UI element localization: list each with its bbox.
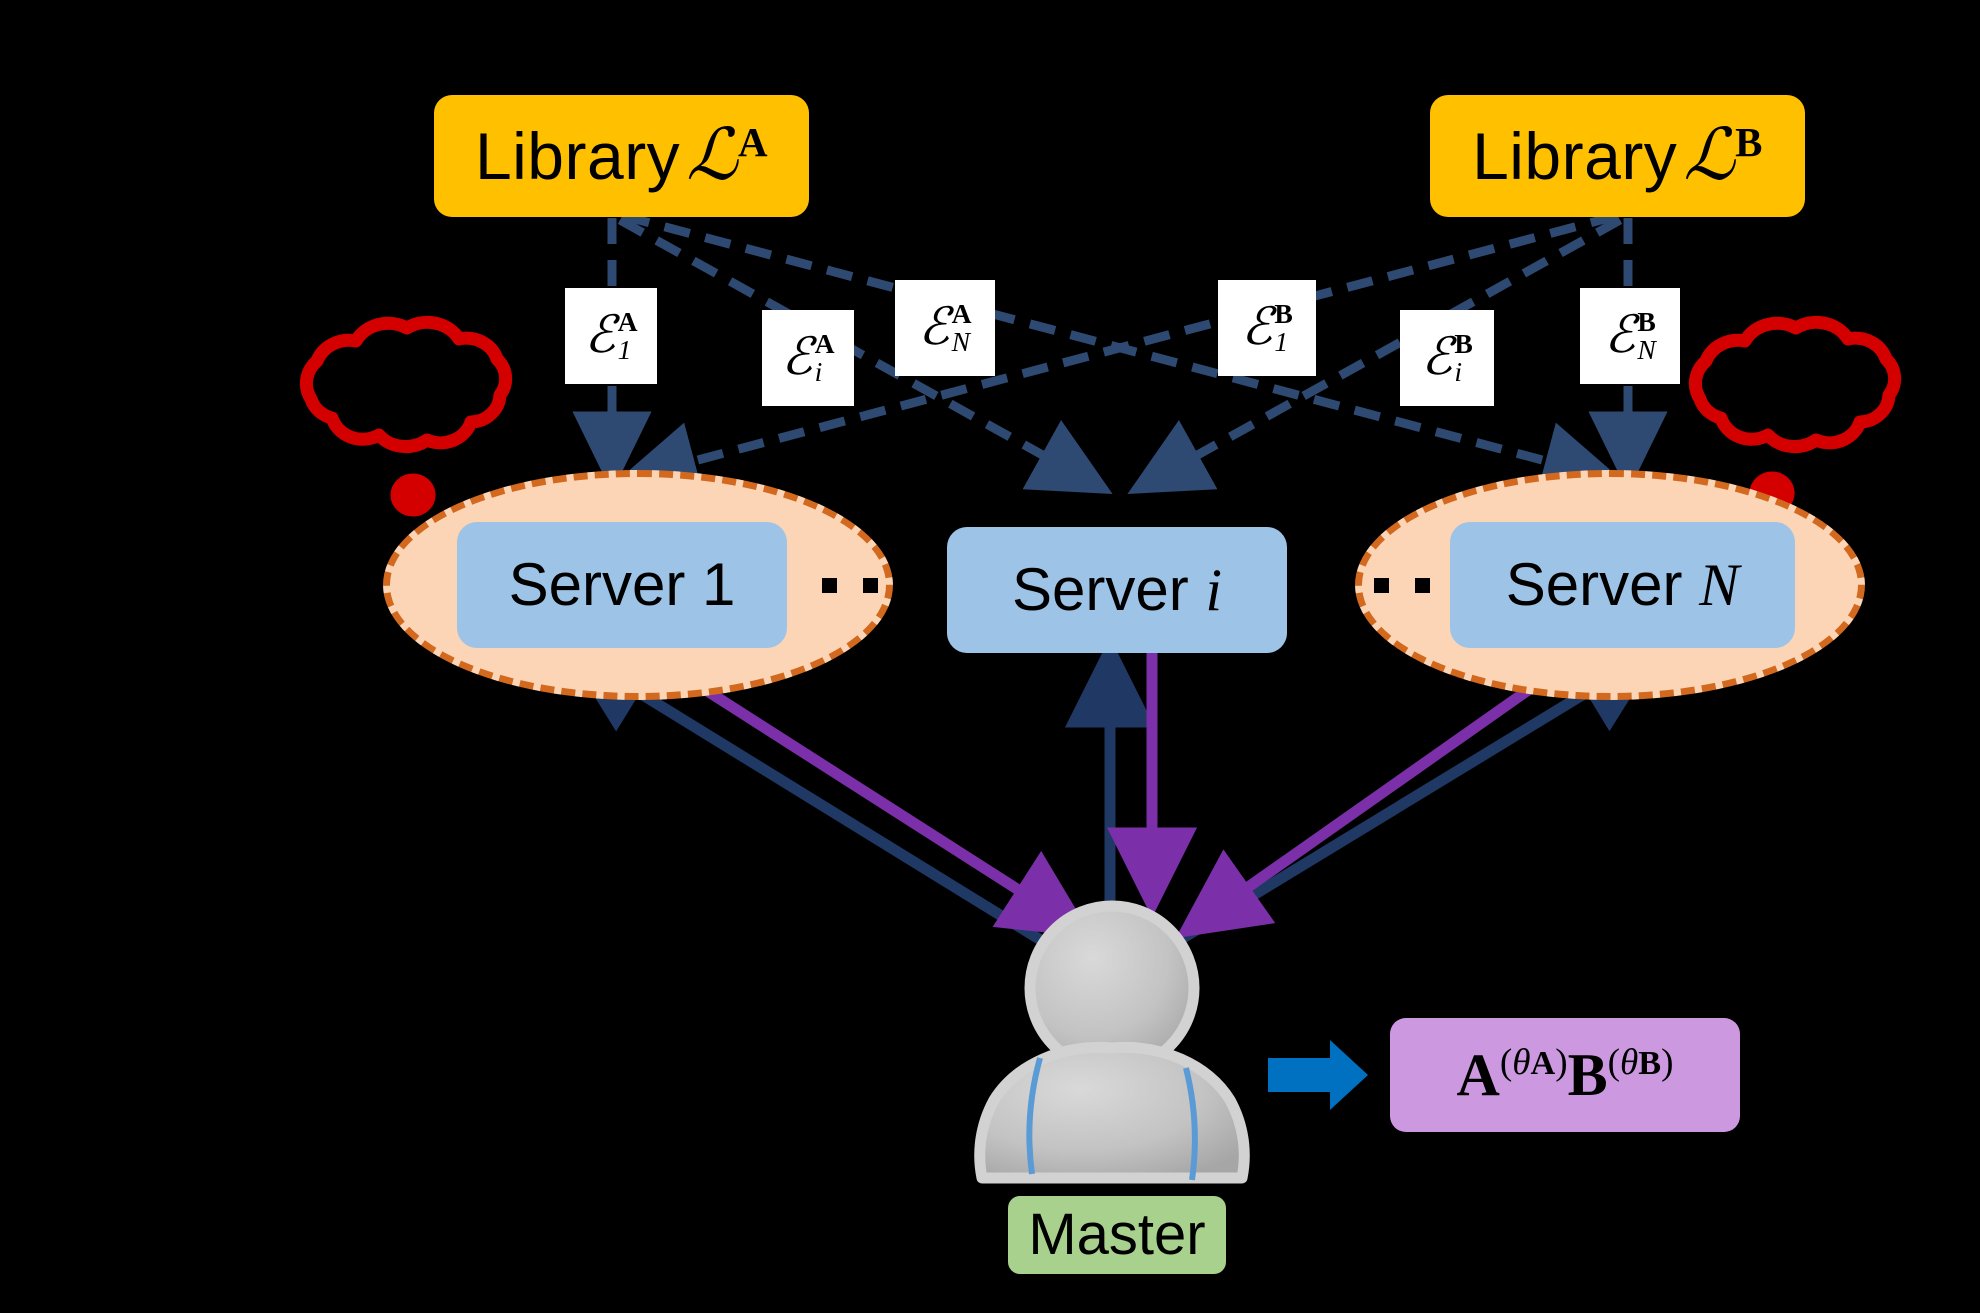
key-b-n-subscript: N: [1637, 334, 1656, 365]
ellipsis-dot: [1415, 578, 1430, 593]
key-box-a-1: ℰ A 1: [565, 288, 657, 384]
ellipsis-left: [822, 578, 878, 593]
key-a-1-superscript: A: [617, 305, 638, 337]
library-a-superscript: A: [738, 120, 769, 166]
key-box-a-i: ℰ A i: [762, 310, 854, 406]
library-a-box[interactable]: LibraryℒA: [434, 95, 809, 217]
key-a-1-subscript: 1: [617, 334, 632, 365]
library-b-box[interactable]: LibraryℒB: [1430, 95, 1805, 217]
key-b-i-subscript: i: [1454, 356, 1463, 387]
library-b-superscript: B: [1735, 120, 1763, 166]
script-e-icon: ℰ: [781, 329, 813, 387]
cloud-left: [299, 315, 513, 517]
upload-arrows: [563, 637, 1664, 960]
key-a-n-subscript: N: [951, 326, 971, 357]
script-e-icon: ℰ: [584, 307, 616, 365]
key-b-1-superscript: B: [1274, 297, 1293, 329]
key-a-i-superscript: A: [814, 327, 835, 359]
result-box: A(θA)B(θB): [1390, 1018, 1740, 1132]
ellipsis-dot: [822, 578, 837, 593]
script-e-icon: ℰ: [1241, 299, 1273, 357]
library-a-label: LibraryℒA: [474, 116, 769, 196]
script-e-icon: ℰ: [1421, 329, 1453, 387]
script-e-icon: ℰ: [1604, 307, 1636, 365]
key-b-n-superscript: B: [1637, 305, 1656, 337]
library-b-label: LibraryℒB: [1472, 116, 1763, 196]
download-arrows: [637, 643, 1592, 939]
result-arrow: [1268, 1040, 1368, 1110]
key-box-b-n: ℰ B N: [1580, 288, 1680, 384]
ellipsis-right: [1374, 578, 1430, 593]
result-expression: A(θA)B(θB): [1456, 1042, 1674, 1108]
server-1-label: Server 1: [508, 551, 736, 618]
key-box-a-n: ℰ A N: [895, 280, 995, 376]
script-l-icon: ℒ: [1683, 116, 1736, 196]
master-label-text: Master: [1028, 1202, 1206, 1267]
server-i-box[interactable]: Server i: [947, 527, 1287, 653]
server-i-label: Server i: [1011, 556, 1223, 623]
key-b-i-superscript: B: [1454, 327, 1473, 359]
ellipsis-dot: [863, 578, 878, 593]
script-l-icon: ℒ: [686, 116, 739, 196]
server-n-box[interactable]: Server N: [1450, 522, 1795, 648]
key-box-b-1: ℰ B 1: [1218, 280, 1316, 376]
server-1-box[interactable]: Server 1: [457, 522, 787, 648]
master-label-box: Master: [1008, 1196, 1226, 1274]
person-avatar: [974, 900, 1250, 1184]
key-b-1-subscript: 1: [1274, 326, 1289, 357]
key-a-n-superscript: A: [951, 297, 972, 329]
key-a-i-subscript: i: [814, 356, 823, 387]
ellipsis-dot: [1374, 578, 1389, 593]
script-e-icon: ℰ: [918, 299, 950, 357]
cloud-right: [1688, 315, 1902, 515]
key-box-b-i: ℰ B i: [1400, 310, 1494, 406]
server-n-label: Server N: [1505, 551, 1740, 618]
